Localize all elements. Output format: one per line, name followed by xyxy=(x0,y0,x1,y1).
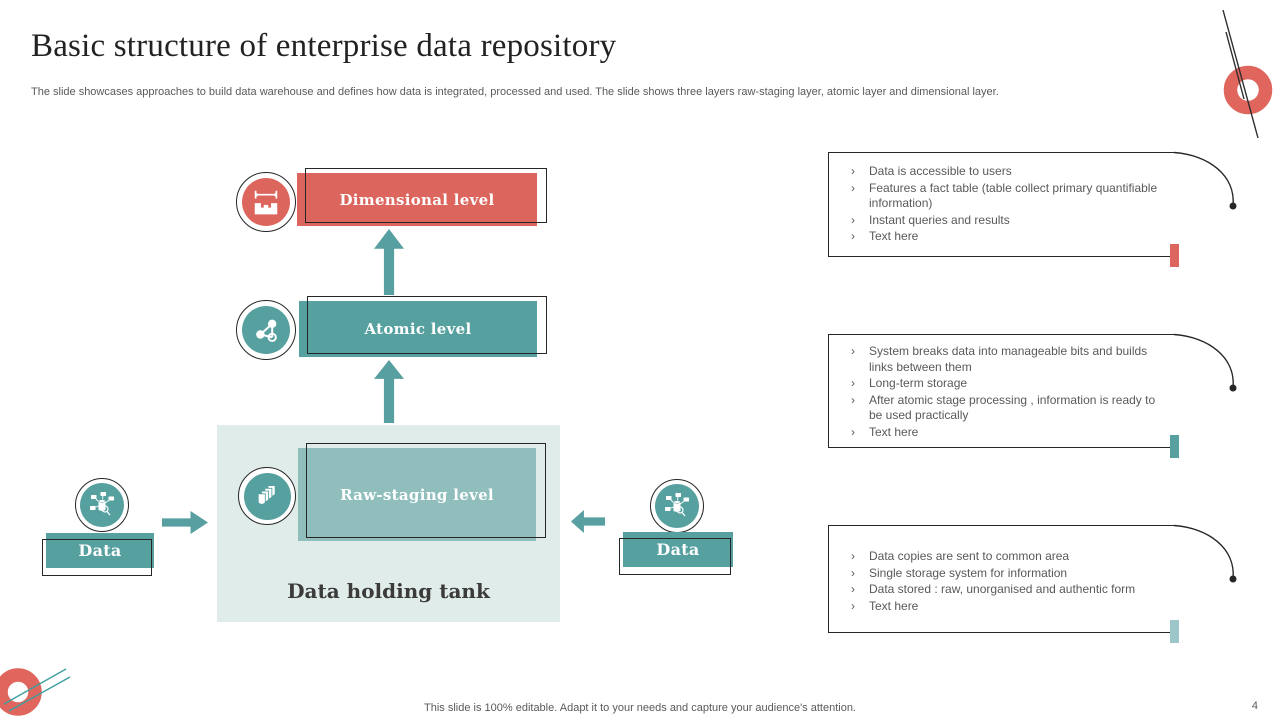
footer-note: This slide is 100% editable. Adapt it to… xyxy=(424,702,856,714)
page-title: Basic structure of enterprise data repos… xyxy=(31,28,617,64)
callout-bullet-list: System breaks data into manageable bits … xyxy=(829,335,1175,440)
decorative-donut-top-right xyxy=(1222,9,1273,139)
raw-staging-level-badge xyxy=(238,467,296,525)
atomic-level-box: Atomic level xyxy=(299,296,547,357)
callout-connector-curve xyxy=(1173,524,1237,583)
data-source-left-badge xyxy=(75,478,129,532)
bullet-item: Text here xyxy=(849,599,1165,615)
arrow-left-data-to-tank xyxy=(571,510,605,533)
callout-accent-tick xyxy=(1170,244,1179,267)
data-network-icon xyxy=(655,484,699,528)
callout-accent-tick xyxy=(1170,435,1179,458)
stacked-documents-icon xyxy=(243,472,291,520)
bullet-item: Data stored : raw, unorganised and authe… xyxy=(849,582,1165,598)
bullet-item: Text here xyxy=(849,229,1165,245)
bullet-item: Features a fact table (table collect pri… xyxy=(849,181,1165,212)
atomic-level-label: Atomic level xyxy=(364,320,472,338)
dimension-measure-icon xyxy=(242,178,290,226)
data-source-right-badge xyxy=(650,479,704,533)
bullet-item: Long-term storage xyxy=(849,376,1165,392)
raw-staging-level-label: Raw-staging level xyxy=(340,485,494,504)
data-holding-tank-label: Data holding tank xyxy=(287,579,490,603)
data-source-left-box: Data xyxy=(42,533,154,576)
page-subtitle: The slide showcases approaches to build … xyxy=(31,86,999,98)
arrow-up-raw-to-atomic xyxy=(374,360,404,423)
callout-connector-curve xyxy=(1173,151,1237,210)
bullet-item: Text here xyxy=(849,425,1165,441)
bullet-item: After atomic stage processing , informat… xyxy=(849,393,1165,424)
callout-connector-curve xyxy=(1173,333,1237,392)
bullet-item: Instant queries and results xyxy=(849,213,1165,229)
dimensional-level-label: Dimensional level xyxy=(339,190,495,209)
callout-bullet-list: Data is accessible to usersFeatures a fa… xyxy=(829,153,1175,245)
callout-accent-tick xyxy=(1170,620,1179,643)
callout-bullet-list: Data copies are sent to common areaSingl… xyxy=(829,526,1175,614)
raw-staging-level-box: Raw-staging level xyxy=(298,443,546,541)
data-source-left-label: Data xyxy=(78,541,122,560)
callout-raw-staging-level: Data copies are sent to common areaSingl… xyxy=(828,524,1237,643)
decorative-donut-bottom-left xyxy=(0,668,71,716)
arrow-up-atomic-to-dimensional xyxy=(374,229,404,295)
bullet-item: Data copies are sent to common area xyxy=(849,549,1165,565)
bullet-item: System breaks data into manageable bits … xyxy=(849,344,1165,375)
bullet-item: Data is accessible to users xyxy=(849,164,1165,180)
atomic-level-badge xyxy=(236,300,296,360)
bullet-item: Single storage system for information xyxy=(849,566,1165,582)
arrow-right-data-to-tank xyxy=(162,511,208,534)
callout-dimensional-level: Data is accessible to usersFeatures a fa… xyxy=(828,151,1237,267)
dimensional-level-box: Dimensional level xyxy=(297,168,547,226)
data-source-right-label: Data xyxy=(656,540,700,559)
data-network-icon xyxy=(80,483,124,527)
data-source-right-box: Data xyxy=(619,532,733,575)
molecule-icon xyxy=(242,306,290,354)
dimensional-level-badge xyxy=(236,172,296,232)
callout-atomic-level: System breaks data into manageable bits … xyxy=(828,333,1237,458)
page-number: 4 xyxy=(1251,700,1258,712)
